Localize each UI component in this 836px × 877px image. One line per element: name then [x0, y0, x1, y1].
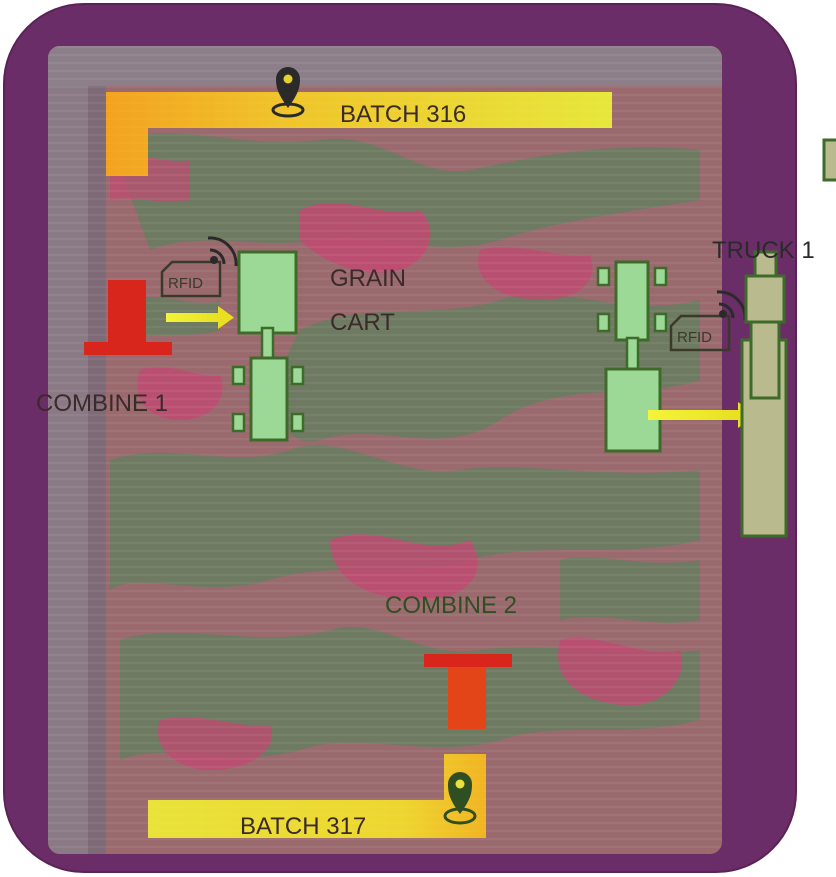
combine-2-label: COMBINE 2: [385, 592, 517, 619]
truck-cab-icon: [822, 138, 836, 182]
batch-317-zone: [148, 754, 486, 838]
map-pin-icon: [271, 67, 305, 118]
arrow-right-icon: [166, 306, 234, 329]
batch-316-zone: [106, 92, 612, 176]
batch-317-label: BATCH 317: [240, 813, 366, 840]
grain-cart-1: [231, 250, 305, 442]
combine-1: [84, 280, 172, 355]
truck-1: [740, 250, 788, 538]
rfid-tag-2-label: RFID: [677, 329, 712, 346]
grain-cart-2: [596, 260, 668, 453]
rfid-tag-icon: RFID: [160, 236, 238, 298]
combine-2: [424, 654, 512, 729]
grain-cart-label-line2: CART: [330, 309, 395, 336]
batch-316-label: BATCH 316: [340, 101, 466, 128]
truck-1-label: TRUCK 1: [712, 237, 815, 264]
map-pin-icon: [443, 772, 477, 825]
rfid-tag-1-label: RFID: [168, 275, 203, 292]
combine-1-label: COMBINE 1: [36, 390, 168, 417]
grain-cart-label-line1: GRAIN: [330, 265, 406, 292]
